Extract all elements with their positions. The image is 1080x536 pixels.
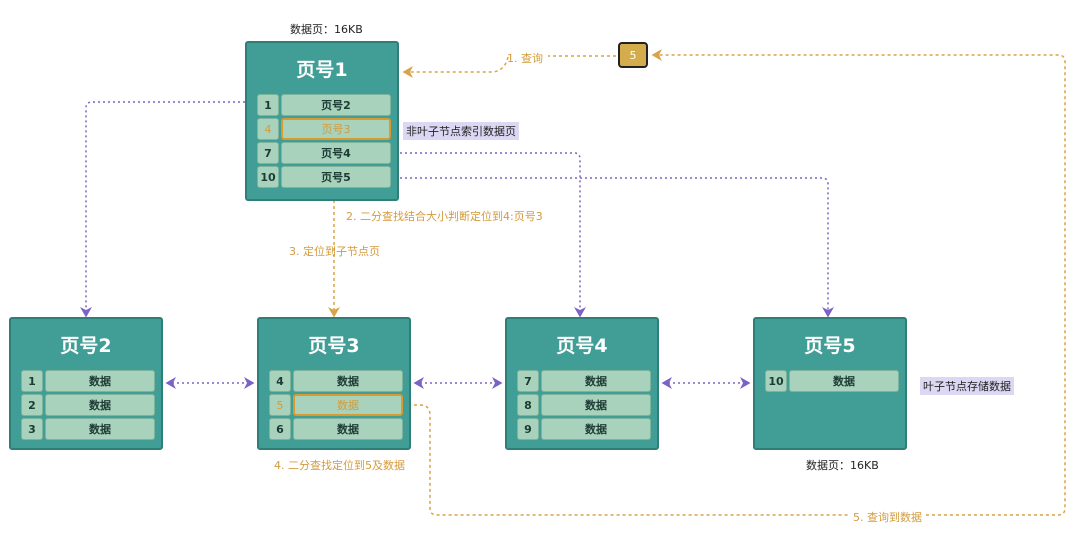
query-arrow-to-root xyxy=(404,55,616,72)
root-row: 10 页号5 xyxy=(257,166,391,188)
row-value: 数据 xyxy=(789,370,899,392)
row-key: 1 xyxy=(21,370,43,392)
root-page: 页号1 1 页号2 4 页号3 7 页号4 10 页号5 xyxy=(245,41,399,201)
row-value: 页号2 xyxy=(281,94,391,116)
leaf-page-title: 页号5 xyxy=(804,335,856,357)
leaf-page-4: 页号4 7 数据 8 数据 9 数据 xyxy=(505,317,659,450)
leaf-row: 6 数据 xyxy=(269,418,403,440)
leaf-page-size-label: 数据页：16KB xyxy=(806,459,879,472)
link-root-to-page5 xyxy=(400,177,834,318)
leaf-row: 3 数据 xyxy=(21,418,155,440)
step1-label: 1. 查询 xyxy=(507,52,543,65)
row-value: 数据 xyxy=(541,418,651,440)
leaf-page-3: 页号3 4 数据 5 数据 6 数据 xyxy=(257,317,411,450)
row-key: 6 xyxy=(269,418,291,440)
root-row: 4 页号3 xyxy=(257,118,391,140)
row-key: 2 xyxy=(21,394,43,416)
row-value: 数据 xyxy=(293,370,403,392)
row-value: 数据 xyxy=(45,418,155,440)
leaf-tag: 叶子节点存储数据 xyxy=(920,377,1014,395)
row-key: 5 xyxy=(269,394,291,416)
row-value: 数据 xyxy=(293,418,403,440)
leaf-row: 2 数据 xyxy=(21,394,155,416)
leaf-row: 7 数据 xyxy=(517,370,651,392)
row-value: 页号5 xyxy=(281,166,391,188)
step4-label: 4. 二分查找定位到5及数据 xyxy=(274,459,405,472)
step5-label: 5. 查询到数据 xyxy=(853,511,922,524)
leaf-page-title: 页号3 xyxy=(308,335,360,357)
row-key: 8 xyxy=(517,394,539,416)
row-key: 10 xyxy=(765,370,787,392)
row-key: 7 xyxy=(257,142,279,164)
row-key: 3 xyxy=(21,418,43,440)
link-root-to-page2 xyxy=(80,101,250,318)
row-value: 数据 xyxy=(45,370,155,392)
row-value: 页号3 xyxy=(281,118,391,140)
row-value: 数据 xyxy=(45,394,155,416)
row-value: 数据 xyxy=(293,394,403,416)
row-value: 数据 xyxy=(541,394,651,416)
step2-label: 2. 二分查找结合大小判断定位到4:页号3 xyxy=(346,210,543,223)
row-key: 1 xyxy=(257,94,279,116)
row-key: 4 xyxy=(269,370,291,392)
row-value: 数据 xyxy=(541,370,651,392)
root-page-size-label: 数据页：16KB xyxy=(290,23,363,36)
leaf-row: 10 数据 xyxy=(765,370,899,392)
result-return-path xyxy=(402,55,1066,516)
root-row: 1 页号2 xyxy=(257,94,391,116)
row-key: 10 xyxy=(257,166,279,188)
root-page-title: 页号1 xyxy=(296,59,348,81)
row-key: 9 xyxy=(517,418,539,440)
row-key: 4 xyxy=(257,118,279,140)
row-key: 7 xyxy=(517,370,539,392)
step3-label: 3. 定位到子节点页 xyxy=(289,245,380,258)
leaf-row: 5 数据 xyxy=(269,394,403,416)
query-value-badge: 5 xyxy=(618,42,648,68)
leaf-page-5: 页号5 10 数据 xyxy=(753,317,907,450)
non-leaf-tag: 非叶子节点索引数据页 xyxy=(403,122,519,140)
leaf-row: 8 数据 xyxy=(517,394,651,416)
row-value: 页号4 xyxy=(281,142,391,164)
leaf-page-2: 页号2 1 数据 2 数据 3 数据 xyxy=(9,317,163,450)
root-row: 7 页号4 xyxy=(257,142,391,164)
leaf-page-title: 页号2 xyxy=(60,335,112,357)
leaf-row: 9 数据 xyxy=(517,418,651,440)
leaf-page-title: 页号4 xyxy=(556,335,608,357)
leaf-row: 4 数据 xyxy=(269,370,403,392)
leaf-row: 1 数据 xyxy=(21,370,155,392)
